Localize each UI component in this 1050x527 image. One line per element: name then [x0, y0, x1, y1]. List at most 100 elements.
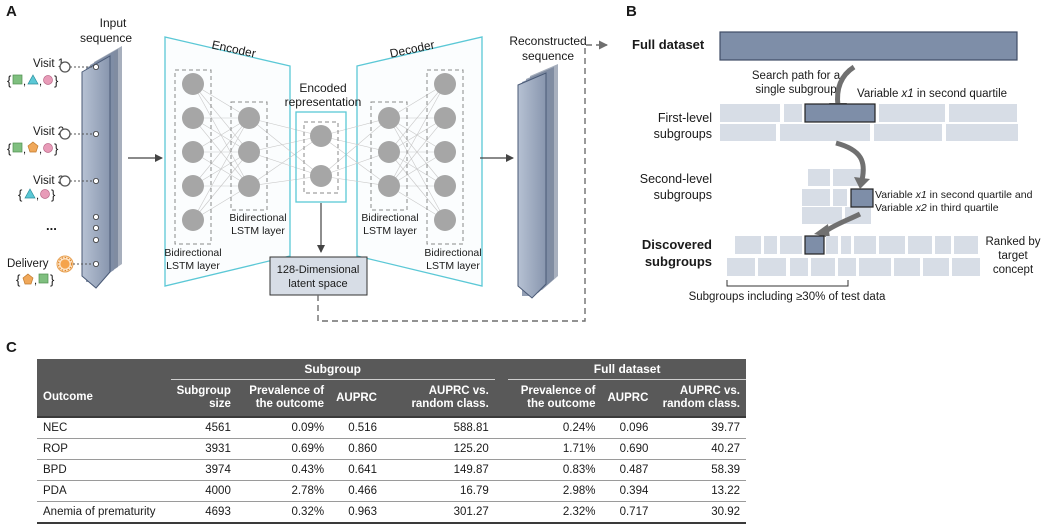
visit-1-feature-icons: { , , }	[7, 73, 59, 88]
cell-prevalence: 0.09%	[236, 417, 331, 439]
discovered-block	[879, 236, 905, 254]
cell-auprc-vs-random: 16.79	[382, 480, 495, 502]
cell-auprc: 0.860	[330, 438, 383, 460]
subgroup-block	[879, 104, 945, 122]
subgroup-block	[780, 124, 870, 141]
latent-to-panel-b-connector	[317, 40, 608, 322]
discovered-subgroup-blocks	[727, 235, 980, 276]
subgroup-block	[874, 124, 942, 141]
full-dataset-label: Full dataset	[632, 37, 705, 52]
cell-prevalence: 0.32%	[236, 501, 331, 524]
connection-line	[248, 151, 322, 177]
search-path-label-1: Search path for a	[752, 70, 841, 82]
visit-2-label: Visit 2	[33, 126, 64, 138]
cell-prevalence: 0.69%	[236, 438, 331, 460]
cell-size: 4000	[170, 480, 237, 502]
variable-x1-label: Variable x1 in second quartile	[857, 88, 1007, 100]
discovered-block	[758, 258, 786, 276]
input-sequence-title-2: sequence	[80, 31, 132, 45]
subgroup-block	[802, 189, 830, 206]
selected-discovered-block	[804, 235, 825, 255]
connection-line	[388, 83, 446, 153]
neuron-node	[310, 125, 332, 147]
panel-c-letter: C	[6, 339, 17, 356]
second-level-subgroup-blocks	[802, 169, 874, 224]
cell-auprc: 0.963	[330, 501, 383, 524]
enc-bilstm-1-label-a: Bidirectional	[164, 247, 221, 259]
cell-outcome: PDA	[37, 480, 171, 502]
col-header-auprc: AUPRC	[330, 379, 383, 418]
ranked-label-3: concept	[993, 264, 1034, 276]
cell-auprc-vs-random: 588.81	[382, 417, 495, 439]
connection-line	[248, 117, 322, 177]
dec-bilstm-2-label-b: LSTM layer	[426, 260, 480, 272]
reconstructed-title-1: Reconstructed	[509, 34, 586, 48]
neuron-node	[182, 73, 204, 95]
group-header-subgroup: Subgroup	[170, 359, 495, 380]
discovered-label-1: Discovered	[642, 237, 712, 252]
table-row: BPD 3974 0.43% 0.641 149.87 0.83% 0.487 …	[37, 459, 746, 481]
first-level-subgroup-blocks	[720, 103, 1018, 141]
neuron-node	[182, 209, 204, 231]
visits-ellipsis: ...	[46, 218, 57, 233]
neuron-node	[310, 165, 332, 187]
input-sequence-title-1: Input	[100, 16, 127, 30]
dec-bilstm-1-label-b: LSTM layer	[363, 225, 417, 237]
svg-text:{: {	[7, 141, 12, 156]
subgroup-block	[833, 189, 847, 206]
encoder-layer-2-box	[230, 101, 268, 211]
svg-text:,: ,	[34, 275, 37, 287]
connection-line	[192, 117, 250, 221]
enc-bilstm-1-label-b: LSTM layer	[166, 260, 220, 272]
cell-auprc-vs-random: 149.87	[382, 459, 495, 481]
table-row: NEC 4561 0.09% 0.516 588.81 0.24% 0.096 …	[37, 417, 746, 439]
delivery-sun-icon	[56, 255, 74, 273]
connection-line	[192, 117, 250, 187]
cell-prevalence: 2.78%	[236, 480, 331, 502]
table-row: Anemia of prematurity 4693 0.32% 0.963 3…	[37, 501, 746, 524]
subgroups-including-label: Subgroups including ≥30% of test data	[689, 291, 886, 303]
visit-2-circle-icon	[59, 128, 71, 140]
neuron-node	[434, 141, 456, 163]
cell-full-auprc: 0.717	[601, 501, 655, 524]
cell-outcome: NEC	[37, 417, 171, 439]
cell-outcome: ROP	[37, 438, 171, 460]
triangle-icon	[24, 188, 36, 199]
cell-full-prevalence: 0.83%	[508, 459, 602, 481]
first-level-label-1: First-level	[658, 111, 712, 125]
subgroups-bracket	[726, 280, 849, 287]
panel-b-letter: B	[626, 3, 637, 20]
connection-line	[248, 117, 322, 137]
triangle-icon	[27, 74, 39, 85]
search-arrow-2	[835, 140, 866, 181]
discovered-block	[841, 236, 851, 254]
connection-line	[248, 135, 322, 187]
svg-text:}: }	[51, 187, 56, 202]
discovered-block	[838, 258, 856, 276]
encoded-label-1: Encoded	[299, 81, 346, 95]
square-icon	[12, 74, 23, 85]
connection-line	[248, 135, 322, 153]
pentagon-icon	[22, 273, 34, 285]
subgroup-block	[802, 207, 842, 224]
cell-auprc-vs-random: 125.20	[382, 438, 495, 460]
neuron-node	[378, 141, 400, 163]
discovered-block	[894, 258, 920, 276]
connection-line	[320, 117, 390, 177]
selected-subgroup-block	[804, 103, 876, 123]
visit-1-label: Visit 1	[33, 58, 64, 70]
cell-full-prevalence: 1.71%	[508, 438, 602, 460]
subgroup-block	[833, 169, 863, 186]
svg-text:{: {	[18, 187, 23, 202]
visit-3-circle-icon	[59, 175, 71, 187]
selected-second-level-block	[850, 188, 874, 208]
discovered-block	[780, 236, 802, 254]
svg-text:}: }	[54, 141, 59, 156]
connection-line	[192, 151, 250, 221]
cell-size: 3931	[170, 438, 237, 460]
cell-auprc: 0.516	[330, 417, 383, 439]
